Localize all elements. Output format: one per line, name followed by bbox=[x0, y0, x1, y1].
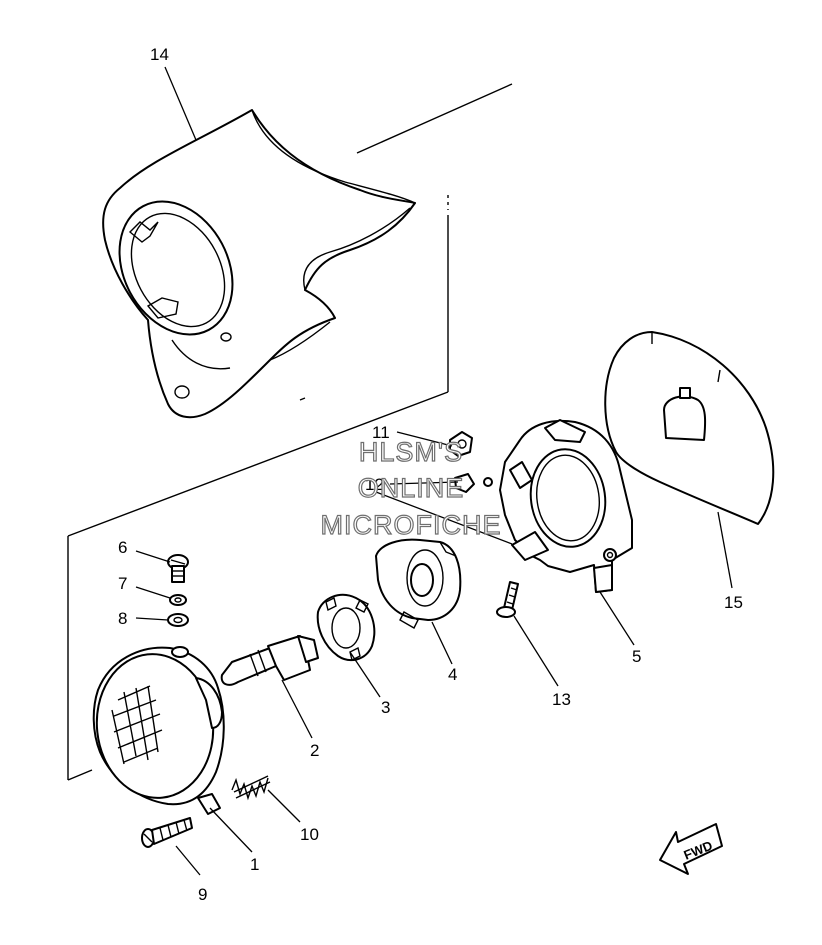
callout-2: 2 bbox=[310, 741, 319, 760]
watermark-line-1: HLSM'S bbox=[359, 437, 463, 467]
callout-11: 11 bbox=[372, 423, 390, 442]
forward-arrow-icon bbox=[659, 823, 723, 875]
callout-15: 15 bbox=[724, 593, 743, 612]
callout-10: 10 bbox=[300, 825, 319, 844]
fwd-badge: FWD bbox=[659, 823, 723, 875]
callout-6: 6 bbox=[118, 538, 127, 557]
part-2-bulb bbox=[220, 635, 319, 686]
watermark-line-2: ONLINE bbox=[358, 473, 465, 503]
part-15-rear-cover bbox=[604, 331, 775, 525]
part-4-socket-housing bbox=[375, 538, 462, 629]
callout-8: 8 bbox=[118, 609, 127, 628]
part-1-headlight-unit bbox=[92, 646, 225, 815]
callout-9: 9 bbox=[198, 885, 207, 904]
frame-lines bbox=[67, 83, 513, 781]
part-12-clip bbox=[454, 473, 475, 493]
leader-lines bbox=[135, 66, 733, 876]
part-7-spring-washer bbox=[169, 594, 187, 606]
part-9-adjust-screw bbox=[141, 817, 193, 848]
callout-14: 14 bbox=[150, 45, 169, 64]
callout-3: 3 bbox=[381, 698, 390, 717]
watermark-line-3: MICROFICHE bbox=[321, 510, 502, 540]
callout-5: 5 bbox=[632, 647, 641, 666]
part-5-bracket bbox=[483, 419, 633, 593]
part-14-headlight-cowl bbox=[102, 109, 416, 419]
watermark: HLSM'S ONLINE MICROFICHE bbox=[320, 436, 502, 540]
callout-1: 1 bbox=[250, 855, 259, 874]
part-3-socket-ring bbox=[316, 593, 376, 662]
part-11-fastener bbox=[449, 431, 473, 457]
callout-12: 12 bbox=[365, 475, 384, 494]
part-13-bolt bbox=[496, 581, 519, 618]
callout-7: 7 bbox=[118, 574, 127, 593]
callout-4: 4 bbox=[448, 665, 457, 684]
callout-labels: 14 11 12 6 7 8 9 1 10 2 3 4 13 5 15 bbox=[118, 45, 743, 904]
part-10-spring bbox=[231, 775, 271, 801]
part-6-screw bbox=[167, 554, 189, 583]
callout-13: 13 bbox=[552, 690, 571, 709]
